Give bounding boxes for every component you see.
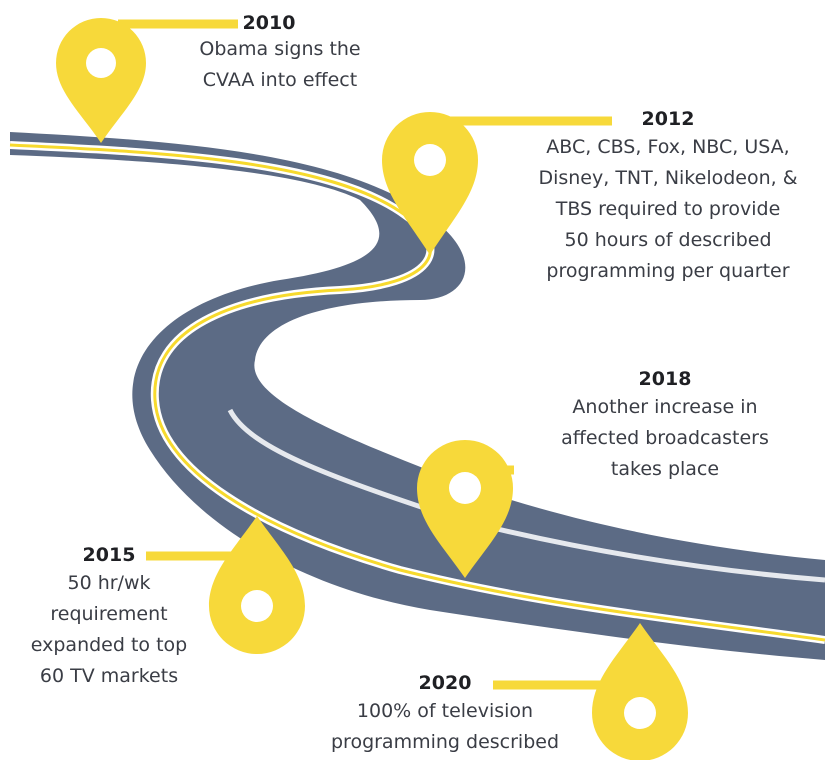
milestone-line: 60 TV markets [39,665,179,687]
milestone-2010: 2010 Obama signs the CVAA into effect [180,12,380,96]
winding-road [9,132,825,660]
road-center-line-yellow [9,143,825,642]
milestone-line: Another increase in [572,396,758,418]
milestone-2015: 2015 50 hr/wk requirement expanded to to… [14,544,204,692]
milestone-line: requirement [50,603,168,625]
map-pin-icon-2010 [56,18,146,143]
milestone-line: CVAA into effect [202,69,358,91]
milestone-line: programming per quarter [546,260,790,282]
map-pin-icon-2018 [417,440,513,578]
road-surface [10,132,825,660]
milestone-year: 2012 [641,108,695,130]
map-pin-icon-2012 [382,112,478,255]
milestone-line: 50 hours of described [564,229,772,251]
milestone-line: 100% of television [356,700,534,722]
milestone-line: expanded to top [30,634,188,656]
map-pin-icon-2020 [592,623,688,760]
milestone-2020: 2020 100% of television programming desc… [300,672,590,758]
milestone-line: Disney, TNT, Nikelodeon, & [538,167,798,189]
milestone-year: 2020 [418,672,472,694]
map-pin-icon-2015 [209,516,305,654]
map-pins [56,18,688,760]
milestone-year: 2015 [82,544,136,566]
milestone-line: Obama signs the [199,38,361,60]
milestone-line: ABC, CBS, Fox, NBC, USA, [546,136,790,158]
connectors [118,19,617,690]
milestone-2018: 2018 Another increase in affected broadc… [530,368,800,485]
milestone-year: 2018 [638,368,692,390]
milestone-line: 50 hr/wk [67,572,151,594]
milestone-line: affected broadcasters [561,427,769,449]
milestone-line: TBS required to provide [555,198,781,220]
milestone-line: takes place [610,458,720,480]
milestone-2012: 2012 ABC, CBS, Fox, NBC, USA, Disney, TN… [518,108,818,287]
milestone-year: 2010 [242,12,296,34]
milestone-line: programming described [330,731,560,753]
